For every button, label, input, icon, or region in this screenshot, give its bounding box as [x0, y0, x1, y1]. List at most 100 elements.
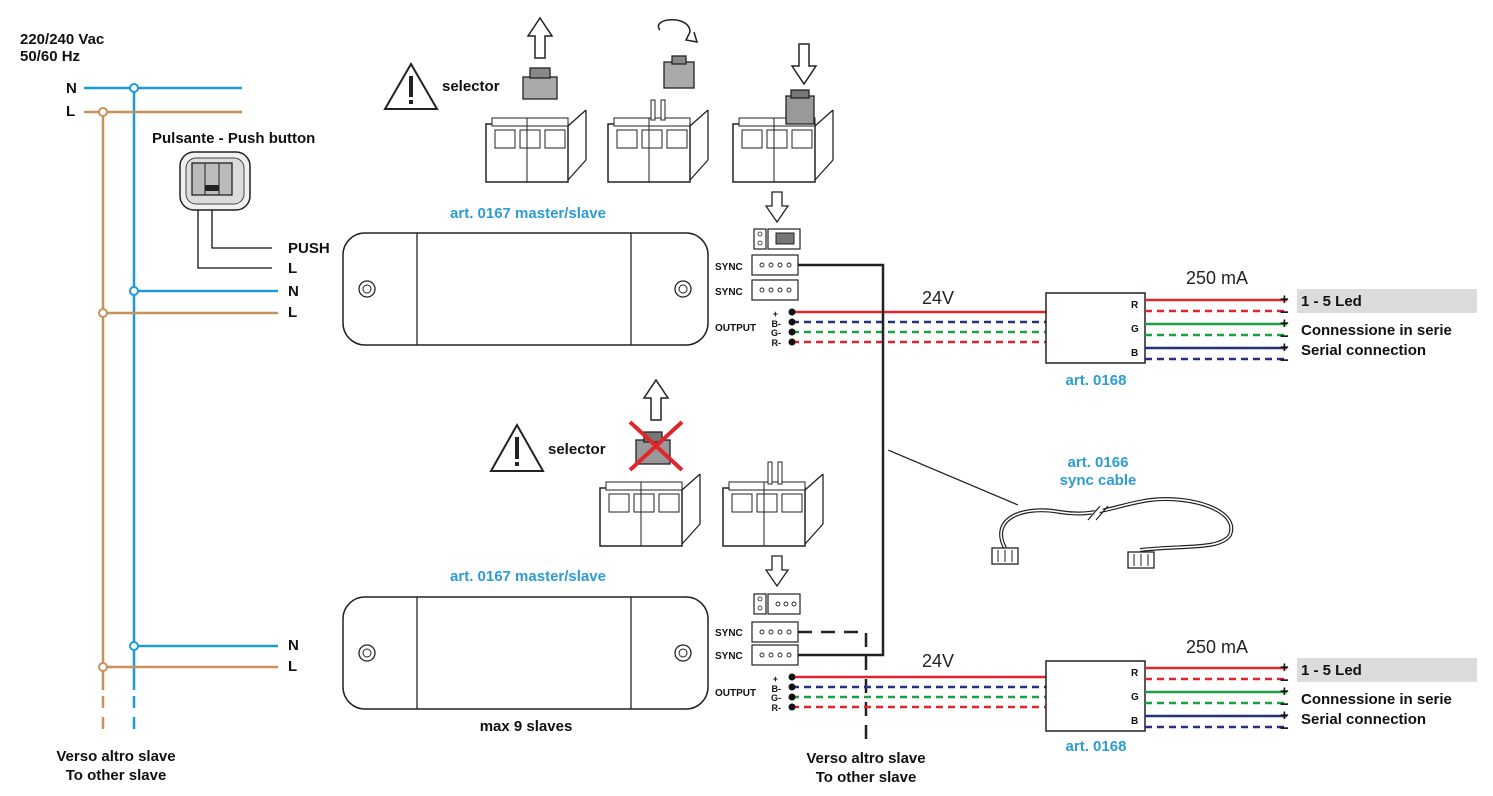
top-sync2-label: SYNC — [715, 287, 743, 298]
bottom-current-label: 250 mA — [1186, 637, 1248, 657]
screw-icon — [362, 648, 372, 658]
top-controller-module — [342, 232, 709, 346]
top-led-range: 1 - 5 Led — [1301, 293, 1362, 310]
supply-l-label: L — [66, 103, 75, 120]
screw-icon — [678, 284, 688, 294]
top-plus2: + — [1280, 315, 1289, 332]
top-led-module-label: art. 0168 — [1066, 372, 1127, 389]
top-series-it: Connessione in serie — [1301, 322, 1452, 339]
top-sync-connector-1 — [751, 254, 799, 276]
push-button-title: Pulsante - Push button — [152, 130, 315, 147]
bottom-sync1-label: SYNC — [715, 628, 743, 639]
bottom-minus3: − — [1280, 720, 1289, 737]
bottom-led-range: 1 - 5 Led — [1301, 662, 1362, 679]
push-label: PUSH — [288, 240, 330, 257]
jumper-icon — [522, 67, 558, 100]
selector-state-icon — [753, 593, 801, 615]
bottom-led-range-box — [1297, 658, 1477, 682]
bottom-plus1: + — [1280, 659, 1289, 676]
pin-dot — [788, 328, 796, 336]
screw-icon — [362, 284, 372, 294]
bottom-r-label: R — [1131, 668, 1139, 679]
bottom-g-label: G — [1131, 692, 1139, 703]
bottom-n-label: N — [288, 637, 299, 654]
sync-cable-name: sync cable — [1060, 472, 1137, 489]
connector-block-icon — [732, 89, 834, 183]
connector-block-icon — [607, 99, 709, 183]
top-l-label: L — [288, 304, 297, 321]
bottom-series-en: Serial connection — [1301, 711, 1426, 728]
connector-block-icon — [599, 473, 701, 547]
supply-voltage-label: 220/240 Vac — [20, 31, 104, 48]
push-wire — [211, 210, 272, 249]
bottom-controller-module — [342, 596, 709, 710]
bottom-sync-connector-2 — [751, 644, 799, 666]
top-selector-label: selector — [442, 78, 500, 95]
arrow-down-icon — [764, 191, 790, 224]
top-n-label: N — [288, 283, 299, 300]
rotate-arrow-icon — [657, 19, 699, 43]
footer-left-it: Verso altro slave — [56, 748, 175, 765]
top-pin-b: B- — [772, 319, 782, 329]
bottom-module-label: art. 0167 master/slave — [450, 568, 606, 585]
junction-dot — [129, 286, 139, 296]
bottom-minus2: − — [1280, 696, 1289, 713]
top-b-label: B — [1131, 348, 1138, 359]
warning-icon — [383, 62, 439, 110]
warning-icon — [489, 422, 545, 472]
bottom-b-label: B — [1131, 716, 1138, 727]
bottom-series-it: Connessione in serie — [1301, 691, 1452, 708]
pin-dot — [788, 693, 796, 701]
arrow-up-icon — [642, 378, 670, 421]
top-sync1-label: SYNC — [715, 262, 743, 273]
top-pin-plus: + — [773, 309, 778, 319]
cross-icon — [628, 420, 684, 472]
sync-cable-callout — [887, 449, 1019, 506]
bottom-led-module-label: art. 0168 — [1066, 738, 1127, 755]
bottom-pin-plus: + — [773, 674, 778, 684]
arrow-down-icon — [764, 555, 790, 588]
bottom-output-label: OUTPUT — [715, 688, 756, 699]
junction-dot — [98, 308, 108, 318]
bottom-plus2: + — [1280, 683, 1289, 700]
footer-mid-it: Verso altro slave — [806, 750, 925, 767]
bottom-pin-g: G- — [771, 693, 781, 703]
bottom-minus1: − — [1280, 672, 1289, 689]
bottom-pin-r: R- — [772, 703, 782, 713]
sync-to-other-slave — [798, 630, 868, 742]
jumper-rotated-icon — [663, 55, 695, 89]
sync-cable-art: art. 0166 — [1068, 454, 1129, 471]
top-minus1: − — [1280, 304, 1289, 321]
sync-cable-icon — [991, 497, 1234, 569]
max-slaves-label: max 9 slaves — [480, 718, 573, 735]
selector-state-icon — [753, 228, 801, 250]
push-l-label: L — [288, 260, 297, 277]
pin-dot — [788, 703, 796, 711]
jumper-removed-icon — [628, 420, 684, 472]
push-l-wire — [197, 210, 272, 269]
bottom-sync2-label: SYNC — [715, 651, 743, 662]
top-voltage-label: 24V — [922, 288, 954, 308]
arrow-up-icon — [526, 16, 554, 59]
top-led-driver — [1045, 292, 1146, 364]
pin-dot — [788, 308, 796, 316]
top-plus1: + — [1280, 291, 1289, 308]
top-g-label: G — [1131, 324, 1139, 335]
supply-wiring — [84, 83, 278, 738]
top-series-en: Serial connection — [1301, 342, 1426, 359]
arrow-down-icon — [790, 43, 818, 86]
top-plus3: + — [1280, 339, 1289, 356]
top-led-range-box — [1297, 289, 1477, 313]
sync-link-wire — [798, 263, 885, 657]
pin-dot — [788, 683, 796, 691]
top-current-label: 250 mA — [1186, 268, 1248, 288]
connector-block-icon — [485, 109, 587, 183]
pin-dot — [788, 318, 796, 326]
footer-mid-en: To other slave — [816, 769, 917, 786]
bottom-sync-connector-1 — [751, 621, 799, 643]
connector-block-icon — [722, 461, 824, 547]
junction-dot — [129, 83, 139, 93]
bottom-voltage-label: 24V — [922, 651, 954, 671]
